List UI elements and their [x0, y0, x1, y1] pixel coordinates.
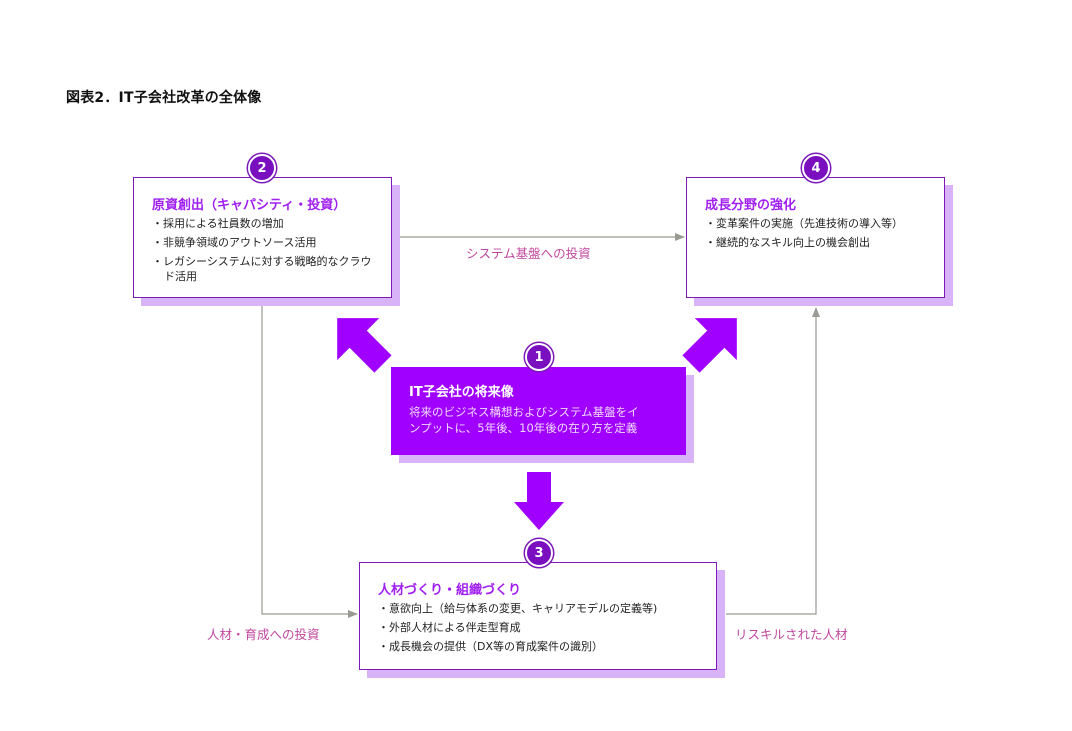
edge-label-people-investment: 人材・育成への投資 [207, 627, 320, 642]
center-title: IT子会社の将来像 [409, 385, 514, 400]
growth-box: 成長分野の強化 変革案件の実施（先進技術の導入等） 継続的なスキル向上の機会創出 [686, 177, 945, 298]
list-item: 外部人材による伴走型育成 [378, 620, 702, 635]
step-badge-1: 1 [525, 343, 553, 371]
capacity-list: 採用による社員数の増加 非競争領域のアウトソース活用 レガシーシステムに対する戦… [152, 216, 377, 284]
edge-capacity-people [261, 306, 358, 618]
growth-title: 成長分野の強化 [705, 198, 797, 213]
growth-list: 変革案件の実施（先進技術の導入等） 継続的なスキル向上の機会創出 [705, 216, 930, 250]
list-item: 非競争領域のアウトソース活用 [152, 235, 377, 250]
capacity-title: 原資創出（キャパシティ・投資） [152, 198, 347, 213]
arrow-up-left-icon [337, 318, 392, 373]
people-box: 人材づくり・組織づくり 意欲向上（給与体系の変更、キャリアモデルの定義等) 外部… [359, 562, 717, 670]
list-item: レガシーシステムに対する戦略的なクラウド活用 [152, 254, 382, 284]
people-list: 意欲向上（給与体系の変更、キャリアモデルの定義等) 外部人材による伴走型育成 成… [378, 601, 702, 654]
edge-label-system-investment: システム基盤への投資 [466, 246, 591, 261]
edge-people-growth [726, 307, 820, 615]
arrow-down-icon [514, 472, 564, 530]
step-badge-4: 4 [802, 154, 830, 182]
people-title: 人材づくり・組織づくり [378, 583, 522, 598]
list-item: 意欲向上（給与体系の変更、キャリアモデルの定義等) [378, 601, 702, 616]
list-item: 変革案件の実施（先進技術の導入等） [705, 216, 930, 231]
step-badge-2: 2 [248, 154, 276, 182]
figure-title: 図表2．IT子会社改革の全体像 [66, 90, 262, 106]
center-description-line-2: ンプットに、5年後、10年後の在り方を定義 [409, 421, 638, 435]
list-item: 成長機会の提供（DX等の育成案件の識別） [378, 639, 702, 654]
list-item: 採用による社員数の増加 [152, 216, 377, 231]
edge-label-reskilled-people: リスキルされた人材 [735, 627, 848, 642]
capacity-box: 原資創出（キャパシティ・投資） 採用による社員数の増加 非競争領域のアウトソース… [133, 177, 392, 298]
center-box: IT子会社の将来像 将来のビジネス構想およびシステム基盤をイ ンプットに、5年後… [391, 367, 686, 455]
arrow-up-right-icon [682, 318, 737, 373]
center-description-line-1: 将来のビジネス構想およびシステム基盤をイ [409, 405, 639, 419]
list-item: 継続的なスキル向上の機会創出 [705, 235, 930, 250]
step-badge-3: 3 [525, 539, 553, 567]
